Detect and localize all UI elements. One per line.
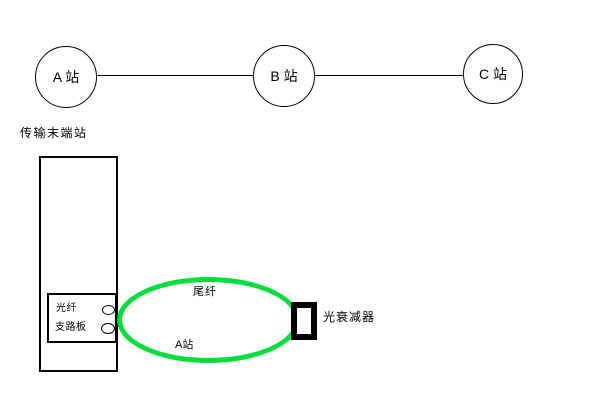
station-circle-a: A 站	[35, 46, 97, 108]
station-circle-b: B 站	[253, 45, 315, 107]
pigtail-label: 尾纤	[193, 286, 217, 298]
attenuator-label: 光衰减器	[323, 310, 376, 324]
fiber-port-top	[102, 305, 115, 315]
tributary-card	[47, 293, 117, 343]
station-c-label: C 站	[479, 66, 507, 82]
link-line-b-c	[314, 75, 464, 76]
optical-attenuator	[291, 302, 317, 340]
station-a-label: A 站	[52, 69, 80, 85]
terminal-station-label: 传输末端站	[20, 126, 88, 140]
fiber-port-bottom	[101, 323, 115, 334]
fiber-label: 光纤	[56, 303, 77, 314]
tributary-board-label: 支路板	[55, 322, 87, 333]
station-circle-c: C 站	[463, 44, 523, 104]
station-b-label: B 站	[270, 68, 298, 84]
loop-station-label: A站	[175, 339, 194, 351]
link-line-a-b	[96, 75, 254, 76]
